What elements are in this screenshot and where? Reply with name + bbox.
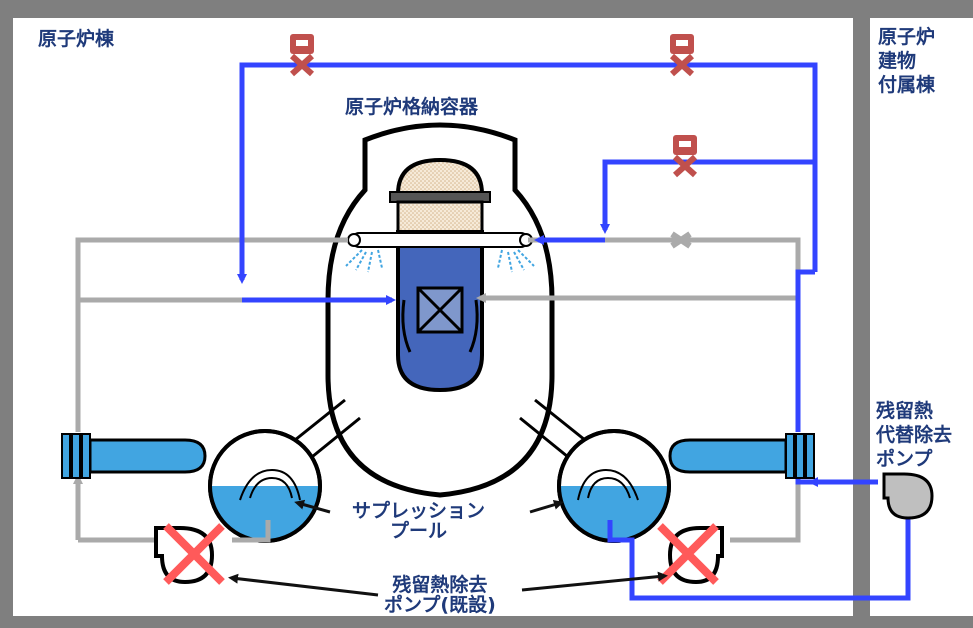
suppression-pool-right — [557, 429, 671, 543]
pointer-arrows — [228, 499, 668, 597]
heat-exchanger-left — [61, 433, 207, 479]
failure-mark-right — [657, 523, 719, 585]
alt-rhr-pump — [882, 472, 934, 520]
motor-valve-1 — [289, 34, 315, 77]
rhr-pump-existing-label: 残留熱除去 ポンプ(既設) — [384, 574, 496, 616]
reactor-pressure-vessel — [389, 157, 491, 393]
inactive-piping — [73, 237, 801, 543]
rhr-pump-right — [667, 526, 724, 585]
valve-gray — [670, 231, 692, 249]
reactor-building-label: 原子炉棟 — [38, 28, 115, 50]
motor-valve-2 — [669, 34, 695, 77]
alt-rhr-pump-label: 残留熱 代替除去 ポンプ — [876, 400, 953, 470]
suppression-pool-label: サプレッション プール — [352, 500, 486, 542]
motor-valve-3 — [672, 135, 698, 178]
active-piping — [237, 62, 911, 601]
spray-header — [345, 232, 535, 273]
failure-mark-left — [163, 523, 225, 585]
heat-exchanger-right — [668, 433, 815, 479]
rhr-pump-left — [154, 526, 215, 585]
containment-vessel-label: 原子炉格納容器 — [345, 96, 479, 118]
aux-building-label: 原子炉 建物 付属棟 — [878, 26, 936, 96]
